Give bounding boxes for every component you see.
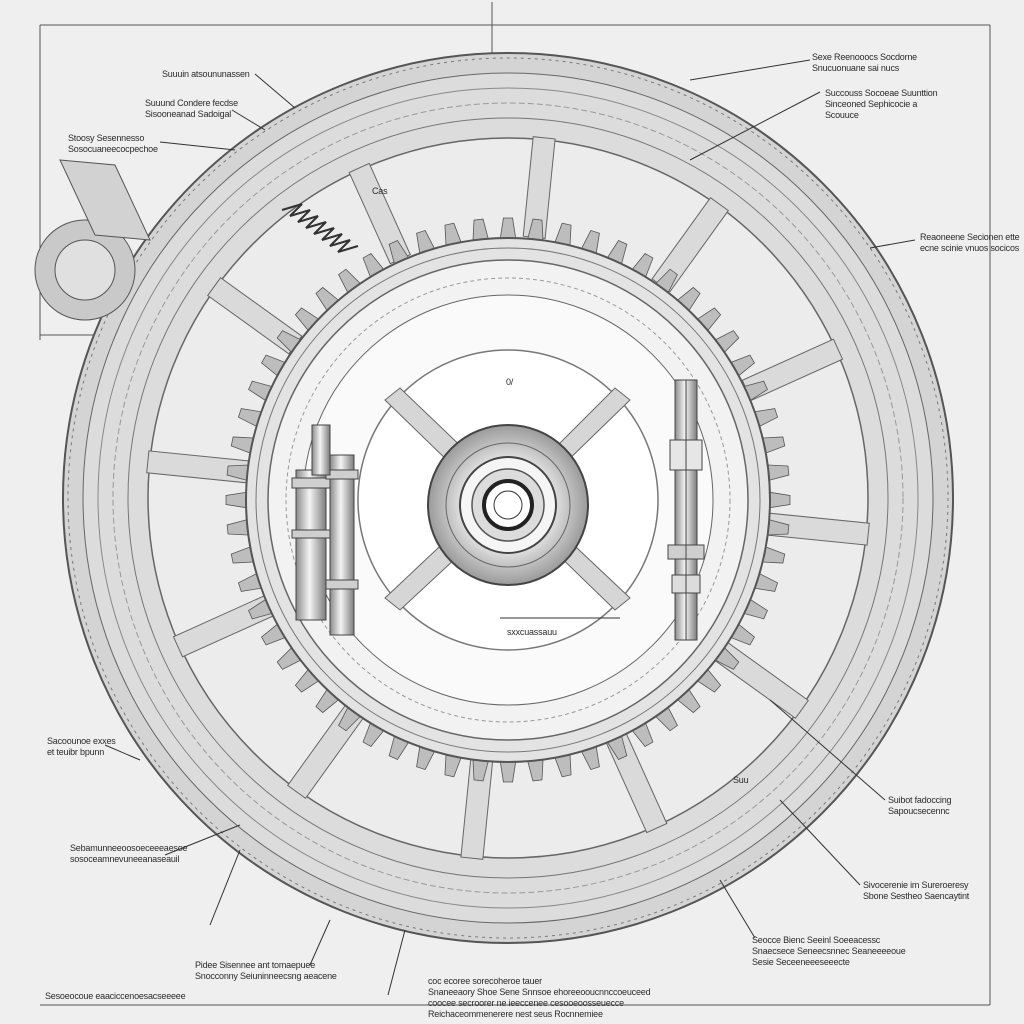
label-top-left-3: Stoosy Sesennesso Sosocuaneecocpechoe — [68, 133, 158, 154]
label-top-right-2: Succouss Socoeae Suunttion Sinceoned Sep… — [825, 88, 938, 120]
label-left-lower: Sacoounoe exxes et teuibr bpunn — [47, 736, 116, 757]
label-right-lower-small: Suu — [733, 775, 749, 785]
spring-coil — [281, 203, 359, 253]
right-piston-assembly — [667, 379, 705, 641]
label-center-lower: sxxcuassauu — [507, 627, 557, 637]
label-bottom-right: Seocce Bienc Seeinl Soeeacessc Snaecsece… — [752, 935, 906, 967]
label-top-left-1: Suuuin atsoununassen — [162, 69, 250, 79]
gear-tooth — [225, 491, 247, 509]
label-left-bottom-1: Sebamunneeoosoeceeeaesoe sosoceamnevunee… — [70, 843, 188, 864]
label-top-right-1: Sexe Reenooocs Socdorne Snucuonuane sai … — [812, 52, 917, 73]
gear-tooth — [499, 217, 517, 239]
left-bracket-mechanism — [34, 159, 151, 321]
central-hub — [427, 424, 589, 586]
label-small-upper: Cas — [372, 186, 388, 196]
label-bottom-center-left: Pidee Sisennee ant tomaepuee Snocconny S… — [195, 960, 337, 981]
gear-tooth — [499, 761, 517, 783]
leader-lines — [104, 59, 916, 996]
inner-gear-teeth — [225, 217, 791, 783]
gear-tooth — [769, 491, 791, 509]
label-right-mid: Reaoneene Secionen ette ecne scinie vnuo… — [920, 232, 1020, 253]
label-top-left-2: Suuund Condere fecdse Sisooneanad Sadoig… — [145, 98, 238, 119]
left-piston-assembly — [291, 424, 359, 636]
label-right-lower: Suibot fadoccing Sapoucsecennc — [888, 795, 952, 816]
label-bottom-center: coc ecoree sorecoheroe tauer Snaneeaory … — [428, 976, 651, 1019]
label-bottom-left-corner: Sesoeocoue eaaciccenoesacseeeee — [45, 991, 186, 1001]
label-center-mark: 0/ — [506, 377, 514, 387]
label-right-bottom-1: Sivocerenie im Sureroeresy Sbone Sestheo… — [863, 880, 970, 901]
